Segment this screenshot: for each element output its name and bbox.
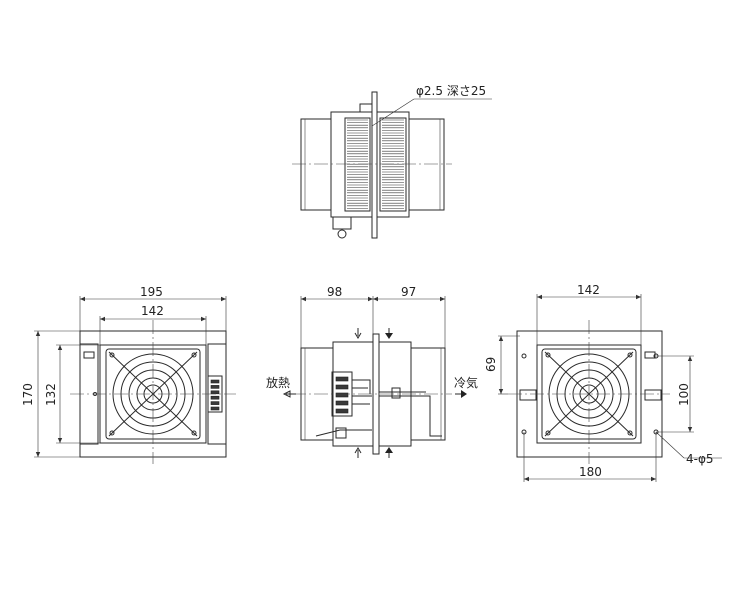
terminal-pin: [210, 379, 220, 384]
fan-screw-hole: [627, 430, 633, 436]
terminal-pin: [335, 384, 349, 390]
terminal-pin: [210, 395, 220, 400]
fan-screw-hole: [109, 430, 115, 436]
terminal-pin: [210, 390, 220, 395]
terminal-pin: [335, 400, 349, 406]
front-view: 195 142 170 132: [21, 285, 236, 464]
top-view: φ2.5 深さ25: [292, 84, 492, 239]
label-cool: 冷気: [454, 375, 478, 390]
terminal-pin: [210, 385, 220, 389]
holes-callout: 4-φ5: [686, 452, 714, 466]
hole-callout-text: φ2.5 深さ25: [416, 84, 486, 98]
terminal-pin: [210, 406, 220, 411]
label-heat: 放熱: [266, 375, 290, 390]
back-view: 142 69 100 180 4-φ5: [484, 283, 722, 482]
heat-sink-fins-right: [382, 119, 404, 209]
dim-142-back: 142: [577, 283, 600, 297]
fan-screw-hole: [627, 352, 633, 358]
terminal-pin: [335, 392, 349, 398]
heat-sink-fins-left: [347, 119, 368, 209]
side-view: 放熱 冷気 98 97: [266, 285, 478, 458]
fan-screw-hole: [191, 430, 197, 436]
dim-142-front: 142: [141, 304, 164, 318]
terminal-pin: [210, 401, 220, 405]
dim-195: 195: [140, 285, 163, 299]
fan-screw-hole: [545, 352, 551, 358]
dim-98: 98: [327, 285, 342, 299]
terminal-block-front: [210, 379, 220, 411]
dim-132: 132: [44, 383, 58, 406]
terminal-block-side: [335, 376, 349, 414]
fan-screw-hole: [545, 430, 551, 436]
dim-97: 97: [401, 285, 416, 299]
terminal-pin: [335, 408, 349, 414]
terminal-pin: [335, 376, 349, 382]
fan-screw-hole: [191, 352, 197, 358]
fan-screw-hole: [109, 352, 115, 358]
dim-69: 69: [484, 357, 498, 372]
dim-170: 170: [21, 383, 35, 406]
mount-hole-tl: [521, 353, 527, 359]
dim-100: 100: [677, 383, 691, 406]
dim-180: 180: [579, 465, 602, 479]
